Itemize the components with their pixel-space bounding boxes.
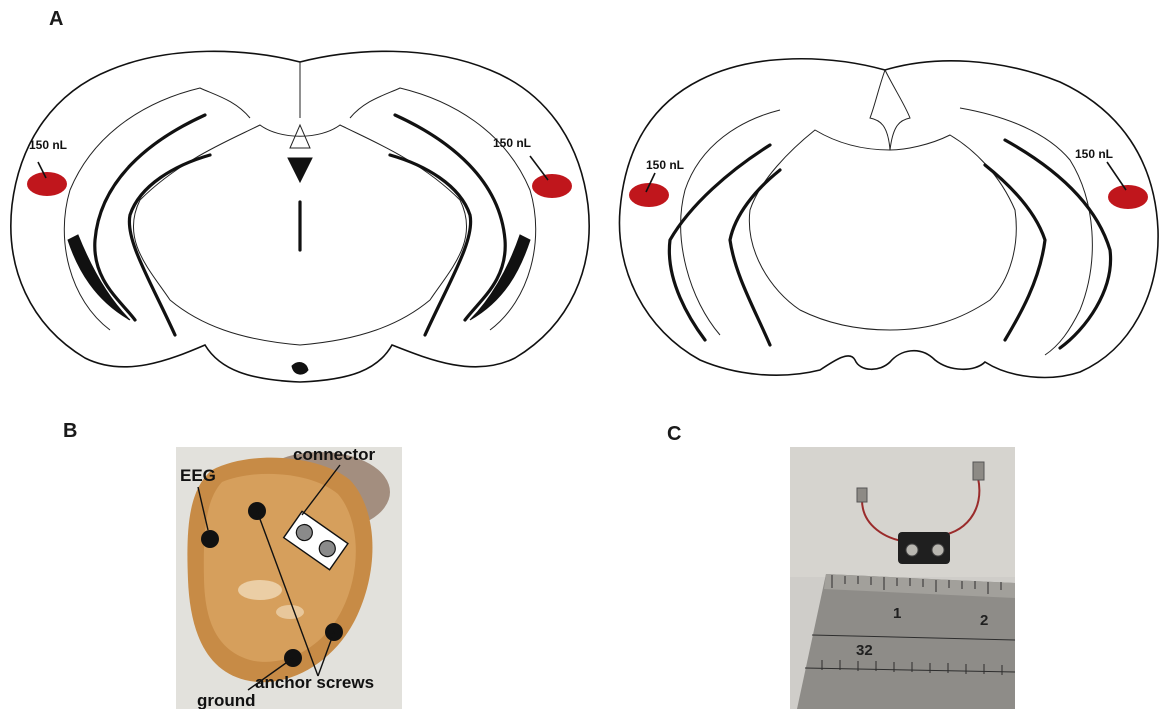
coronal-section-right: 150 nL 150 nL [619, 59, 1158, 378]
panel-c-photo: 1 2 32 [790, 447, 1015, 709]
volume-label-a-left: 150 nL [29, 138, 67, 152]
coronal-section-left: 150 nL 150 nL [11, 51, 589, 382]
label-ground: ground [197, 691, 256, 709]
label-eeg: EEG [180, 466, 216, 485]
screw-left [857, 488, 867, 502]
ruler-label-1: 1 [893, 605, 901, 622]
injection-site-right [532, 174, 572, 198]
volume-label-b-right: 150 nL [1075, 147, 1113, 161]
injection-site-left [27, 172, 67, 196]
panel-b-photo: EEG connector anchor screws ground [176, 445, 402, 709]
injection-site-right-right [1108, 185, 1148, 209]
panel-a-letter: A [49, 8, 63, 30]
volume-label-a-right: 150 nL [493, 136, 531, 150]
screw-right [973, 462, 984, 480]
label-anchor-screws: anchor screws [255, 673, 374, 692]
label-connector: connector [293, 445, 376, 464]
volume-label-b-left: 150 nL [646, 158, 684, 172]
panel-c-letter: C [667, 423, 681, 445]
eeg-electrode [201, 530, 219, 548]
panel-b-letter: B [63, 420, 77, 442]
ruler-label-2: 2 [980, 612, 988, 629]
ruler: 1 2 32 [797, 574, 1015, 709]
ruler-label-32: 32 [856, 642, 873, 659]
